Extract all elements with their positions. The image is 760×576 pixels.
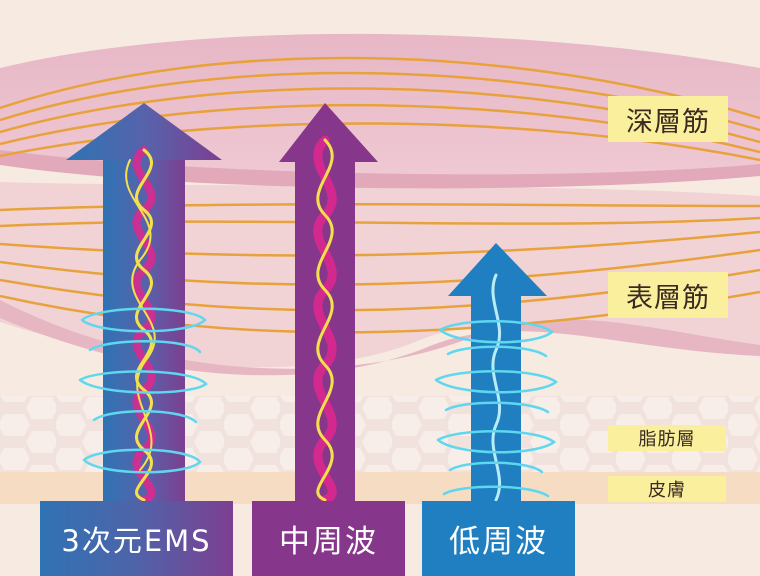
- label-surface-muscle: 表層筋: [608, 272, 728, 318]
- low-frequency-arrow: [448, 243, 547, 505]
- method-mid-frequency-label: 中周波: [252, 501, 405, 576]
- label-skin: 皮膚: [608, 476, 726, 502]
- label-deep-muscle: 深層筋: [608, 96, 728, 142]
- ems3d-waves: [78, 146, 208, 504]
- method-ems3d-label: 3次元EMS: [40, 501, 233, 576]
- label-fat-layer: 脂肪層: [608, 425, 726, 451]
- method-low-frequency-label: 低周波: [422, 501, 575, 576]
- surface-muscle-edge: [0, 300, 760, 376]
- deep-muscle-lower-edge: [0, 150, 760, 189]
- low-frequency-waves: [434, 273, 559, 502]
- mid-frequency-waves: [313, 135, 337, 505]
